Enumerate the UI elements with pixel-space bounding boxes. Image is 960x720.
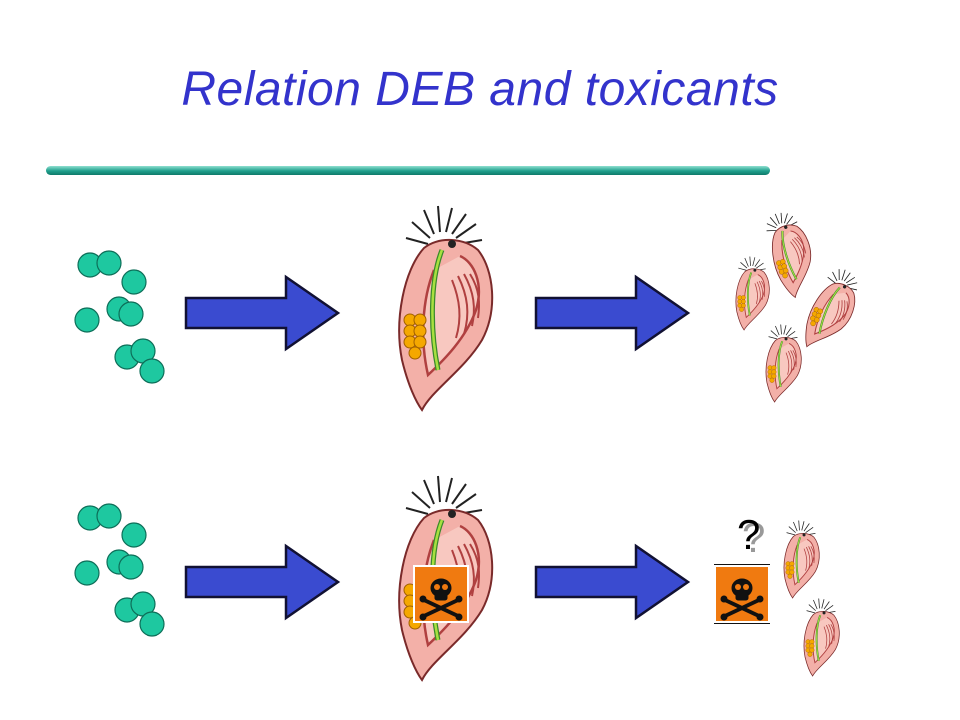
reproduction-arrow-icon	[534, 544, 690, 620]
food-cells-icon	[74, 250, 165, 384]
toxicant-skull-icon	[713, 564, 771, 624]
offspring-group	[783, 519, 841, 677]
feeding-arrow-icon	[184, 275, 340, 351]
question-mark-shadow: ?	[742, 514, 765, 561]
daphnia-adult-icon	[399, 206, 492, 410]
title-underline	[46, 166, 770, 175]
food-cells-icon	[74, 503, 165, 637]
offspring-daphnia-icon	[783, 519, 821, 599]
offspring-daphnia-icon	[765, 323, 803, 403]
toxicant-skull-icon	[412, 564, 470, 624]
reproduction-arrow-icon	[534, 275, 690, 351]
toxic-sign-with-frame	[713, 564, 771, 624]
question-mark: ?	[737, 511, 760, 558]
row-1-control	[74, 205, 868, 410]
feeding-arrow-icon	[184, 544, 340, 620]
row-2-toxicant: ? ?	[74, 476, 841, 680]
offspring-daphnia-icon	[734, 255, 771, 331]
offspring-group	[734, 205, 868, 403]
offspring-daphnia-icon	[803, 597, 841, 677]
slide-title: Relation DEB and toxicants	[181, 63, 779, 116]
offspring-daphnia-icon	[796, 262, 868, 359]
